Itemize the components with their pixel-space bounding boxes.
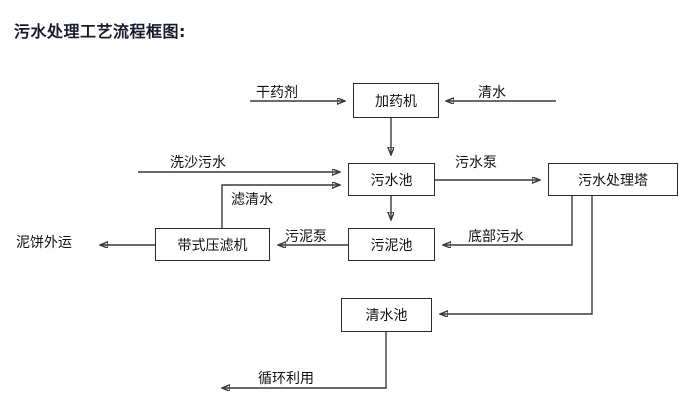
label-sludge-pump: 污泥泵 bbox=[285, 229, 327, 245]
edge-recycle-use bbox=[222, 332, 387, 388]
edge-tower-to-clear bbox=[440, 196, 593, 314]
page-title: 污水处理工艺流程框图: bbox=[14, 22, 186, 41]
node-sewage-pool[interactable]: 污水池 bbox=[348, 163, 435, 196]
node-belt-filter-press-label: 带式压滤机 bbox=[177, 237, 248, 254]
label-recycle-use: 循环利用 bbox=[258, 371, 314, 387]
label-sand-wash-sewage: 洗沙污水 bbox=[170, 155, 226, 171]
edge-filtered-clear-water bbox=[221, 185, 340, 228]
node-treatment-tower[interactable]: 污水处理塔 bbox=[548, 163, 678, 196]
node-sludge-pool-label: 污泥池 bbox=[370, 237, 413, 254]
node-belt-filter-press[interactable]: 带式压滤机 bbox=[155, 228, 270, 261]
label-bottom-sewage: 底部污水 bbox=[468, 229, 524, 245]
node-clear-water-pool[interactable]: 清水池 bbox=[341, 298, 432, 332]
node-dosing-machine-label: 加药机 bbox=[375, 93, 417, 110]
label-dry-agent: 干药剂 bbox=[256, 85, 298, 101]
node-sewage-pool-label: 污水池 bbox=[370, 172, 413, 189]
node-sludge-pool[interactable]: 污泥池 bbox=[348, 228, 435, 261]
label-mud-cake-out: 泥饼外运 bbox=[16, 235, 72, 251]
edge-bottom-sewage bbox=[443, 196, 573, 245]
label-clean-water-in: 清水 bbox=[478, 85, 506, 101]
label-filtered-clear-water: 滤清水 bbox=[231, 192, 273, 208]
node-treatment-tower-label: 污水处理塔 bbox=[578, 172, 648, 189]
node-dosing-machine[interactable]: 加药机 bbox=[353, 83, 439, 118]
node-clear-water-pool-label: 清水池 bbox=[365, 308, 408, 324]
label-sewage-pump: 污水泵 bbox=[455, 155, 497, 171]
